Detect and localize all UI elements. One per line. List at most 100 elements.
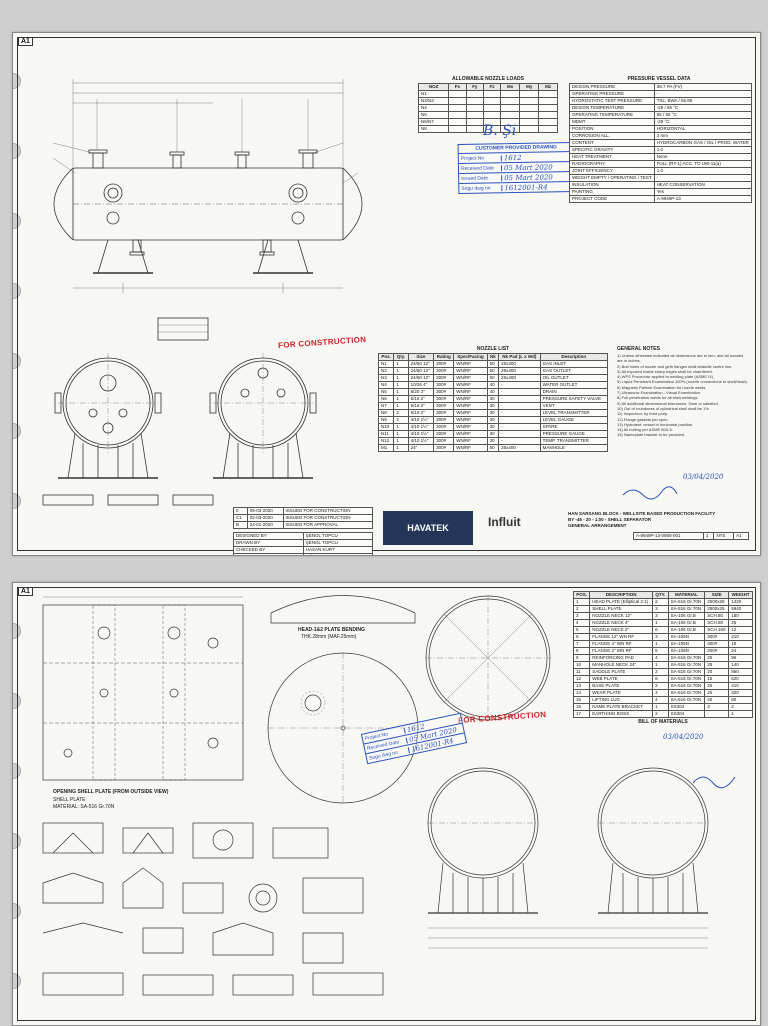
table-cell: A-9949P-13 [653, 195, 752, 203]
table-cell: NOZZLE NECK 2" [589, 626, 654, 634]
table-cell: 8 [572, 647, 591, 655]
table-cell: 300# [433, 437, 455, 445]
table-cell: ŞENOL TOPCU [302, 532, 374, 540]
contractor-logo: Influit [488, 515, 521, 529]
table-cell: N2 [377, 367, 395, 375]
table-cell: 24/60 12" [407, 360, 435, 368]
table-row: N5 [417, 111, 558, 119]
table-cell: 2 [393, 409, 409, 417]
table-cell: HEAT CONSERVATION [653, 181, 752, 189]
table-cell: 1 [652, 640, 669, 648]
table-cell: DESIGN PRESSURE [569, 83, 655, 91]
table-cell: GAS OUTLET [539, 367, 609, 375]
table-cell: MANHOLE [539, 444, 609, 452]
table-cell: Yes [653, 188, 752, 196]
table-cell: APPROVED BY [233, 553, 304, 555]
table-cell: 300# [704, 647, 730, 655]
table-cell: -29 °C [653, 118, 752, 126]
table-cell: DRAWN BY [233, 539, 304, 547]
column-header: Nk Pad (L x Wd) [498, 353, 541, 361]
table-cell: 25x400 [498, 360, 541, 368]
table-cell: SA-105N [667, 640, 706, 648]
table-cell: C1 [233, 514, 248, 522]
table-cell: SHELL PLATE [589, 605, 654, 613]
table-cell: 180 [728, 612, 753, 620]
table-cell: PAINTING [569, 188, 655, 196]
shell-plate-label: SHELL PLATE [53, 797, 86, 803]
table-cell: 16 [572, 703, 591, 711]
table-cell: POSITION [569, 125, 655, 133]
table-cell: SS304 [667, 710, 706, 718]
table-cell: HEAD PLATE (Elliptical 2:1) [589, 598, 654, 606]
table-row: APPROVED BYOĞUZ GENÇ [233, 553, 374, 555]
table-cell: N3 [377, 374, 395, 382]
table-cell: PRESSURE SAFETY VALVE [539, 395, 609, 403]
company-logo: HAVATEK [383, 511, 473, 545]
table-cell: N10 [377, 423, 395, 431]
table-cell: FLANGE 2" WN RF [589, 647, 654, 655]
table-cell: 2500x28 [704, 598, 730, 606]
table-cell: SPECIFIC GRAVITY [569, 146, 655, 154]
table-cell: 6/16 2" [407, 402, 435, 410]
table-cell: 300# [433, 360, 455, 368]
table-cell: 15 [572, 696, 591, 704]
table-cell: SCH.80 [704, 612, 730, 620]
table-cell: 3 mm [653, 132, 752, 140]
table-cell: OPERATING TEMPERATURE [569, 111, 655, 119]
table-cell: 4/10 1½" [407, 430, 435, 438]
table-cell: - [498, 402, 541, 410]
table-cell: BASE PLATE [589, 682, 654, 690]
table-cell: 1 [393, 430, 409, 438]
table-cell: 300# [433, 367, 455, 375]
table-cell: WN/RF [453, 395, 488, 403]
drawing-number: A-9949P-13-0950-001 [633, 532, 704, 540]
table-cell: ISSUED FOR CONSTRUCTION [282, 514, 374, 522]
table-cell: - [498, 416, 541, 424]
table-cell: 18 [728, 640, 753, 648]
table-cell: 5 [572, 626, 591, 634]
column-header: QTY. [652, 591, 669, 599]
table-cell: - [498, 409, 541, 417]
table-cell: 25x400 [498, 374, 541, 382]
table-cell: 15 [704, 675, 730, 683]
table-cell: GAS INLET [539, 360, 609, 368]
table-cell: 38.7 PA (FV) [653, 83, 752, 91]
table-cell: 300# [433, 381, 455, 389]
table-cell: 50 [486, 444, 500, 452]
table-cell: WN/RF [453, 409, 488, 417]
table-cell: JOINT EFFICIENCY [569, 167, 655, 175]
table-row: N4 [417, 104, 558, 112]
table-cell: - [498, 381, 541, 389]
table-cell: HEAT TREATMENT [569, 153, 655, 161]
table-cell: 1 [393, 423, 409, 431]
table-cell: 4/10 1½" [407, 437, 435, 445]
table-cell: 1420 [728, 598, 753, 606]
table-cell: OĞUZ GENÇ [302, 553, 374, 555]
sheet-size-label: A1 [18, 587, 33, 596]
table-cell: 25 [704, 661, 730, 669]
table-cell: 40 [486, 381, 500, 389]
table-cell: WN/RF [453, 388, 488, 396]
table-cell: 1 [393, 395, 409, 403]
approval-date-note: 03/04/2020 [683, 473, 724, 481]
table-cell: WEB PLATE [589, 675, 654, 683]
table-cell: 2500x25 [704, 605, 730, 613]
table-cell: -29 / 85 °C [653, 104, 752, 112]
table-cell: WN/RF [453, 402, 488, 410]
table-cell: - [704, 710, 730, 718]
table-cell: 25x400 [498, 367, 541, 375]
table-cell: LIFTING LUG [589, 696, 654, 704]
table-cell: 1 [393, 437, 409, 445]
fabrication-details-drawing [42, 595, 736, 996]
